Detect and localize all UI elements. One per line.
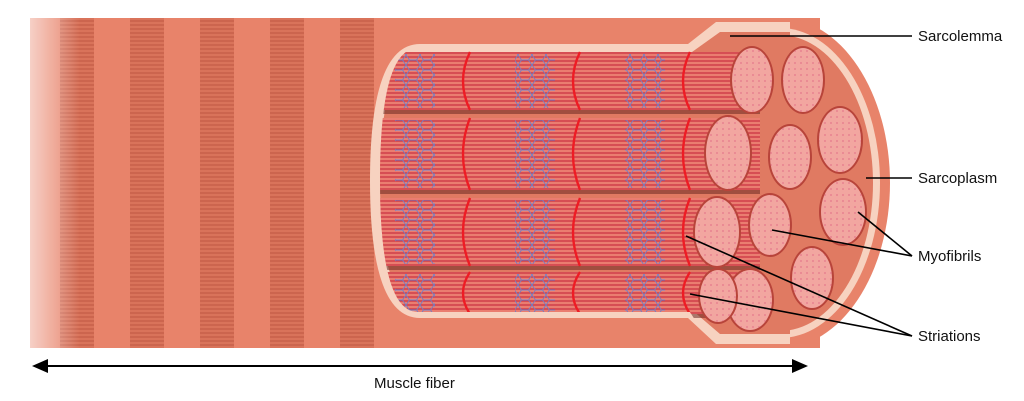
z-disc	[461, 117, 472, 191]
z-disc	[681, 51, 692, 111]
myofibril-end-dots	[821, 180, 865, 244]
z-disc	[681, 117, 692, 191]
myofibril-end-dots	[750, 195, 790, 255]
label-striations: Striations	[918, 328, 981, 345]
myofibril-filaments	[380, 52, 760, 110]
muscle-fiber-arrow	[32, 359, 808, 373]
z-disc	[461, 197, 472, 267]
myofibril-end-dots	[706, 117, 750, 189]
myofibril-end-dots	[770, 126, 810, 188]
label-muscle-fiber: Muscle fiber	[374, 375, 455, 392]
myofibril	[380, 271, 760, 318]
myofibril-end-dots	[728, 270, 772, 330]
filament-mesh	[625, 120, 665, 188]
z-disc	[681, 197, 692, 267]
myofibril-end-dots	[792, 248, 832, 308]
fiber-band-stripes	[200, 18, 234, 348]
z-disc	[571, 117, 582, 191]
z-disc	[681, 271, 692, 315]
myofibril-end-dots	[819, 108, 861, 172]
fiber-band-stripes	[340, 18, 374, 348]
filament-mesh	[395, 200, 435, 264]
filament-mesh	[625, 54, 665, 108]
filament-mesh	[625, 200, 665, 264]
z-disc	[571, 197, 582, 267]
myofibril-end-dots	[695, 198, 739, 266]
arrow-head-right	[792, 359, 808, 373]
myofibril-end-dots	[700, 270, 736, 322]
z-disc	[461, 51, 472, 111]
label-sarcoplasm: Sarcoplasm	[918, 170, 997, 187]
myofibril-filaments	[380, 272, 760, 314]
label-myofibrils: Myofibrils	[918, 248, 981, 265]
leader-lines	[685, 35, 913, 337]
myofibril	[380, 51, 760, 114]
filament-mesh	[515, 274, 555, 312]
myofibril-end-dots	[732, 48, 772, 112]
arrow-head-left	[32, 359, 48, 373]
myofibrils-leader-2	[771, 229, 913, 257]
myofibril-end-dots	[783, 48, 823, 112]
filament-mesh	[515, 200, 555, 264]
z-disc	[571, 271, 582, 315]
fiber-band-stripes	[270, 18, 304, 348]
filament-mesh	[515, 54, 555, 108]
filament-mesh	[515, 120, 555, 188]
striations-leader-1	[685, 235, 913, 337]
label-sarcolemma: Sarcolemma	[918, 28, 1003, 45]
myofibril-end-faces	[693, 46, 867, 332]
z-disc	[461, 271, 472, 315]
myofibril	[380, 117, 760, 194]
fiber-band-stripes	[130, 18, 164, 348]
fibril-shadow	[380, 266, 760, 270]
filament-mesh	[395, 120, 435, 188]
fiber-striation-bands	[60, 18, 374, 348]
z-disc	[571, 51, 582, 111]
myofibrils-leader-1	[857, 211, 913, 257]
fibril-shadow	[380, 190, 760, 194]
filament-mesh	[625, 274, 665, 312]
fibril-shadow	[380, 110, 760, 114]
myofibril-filaments	[380, 118, 760, 190]
striations-leader-2	[689, 293, 913, 337]
filament-mesh	[395, 54, 435, 108]
